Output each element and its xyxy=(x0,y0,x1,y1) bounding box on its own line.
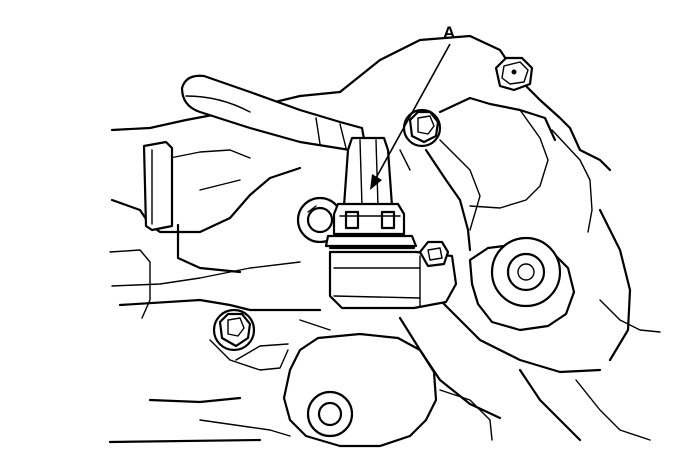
callout-a: A xyxy=(370,23,455,190)
bolt-top-right xyxy=(494,56,534,92)
callout-a-leader xyxy=(375,43,451,179)
bolt-upper-middle xyxy=(402,108,442,148)
bolt-bottom-left xyxy=(212,308,256,352)
boss-right xyxy=(490,236,562,308)
sensor-assembly xyxy=(324,136,458,310)
callout-a-arrowhead xyxy=(370,174,382,190)
callout-a-label: A xyxy=(443,23,455,42)
pipe-stub xyxy=(142,140,174,232)
boss-bottom xyxy=(306,390,354,438)
bolt-left-middle xyxy=(296,196,344,244)
coolant-hose xyxy=(180,74,368,152)
engine-block-outline xyxy=(108,34,661,448)
